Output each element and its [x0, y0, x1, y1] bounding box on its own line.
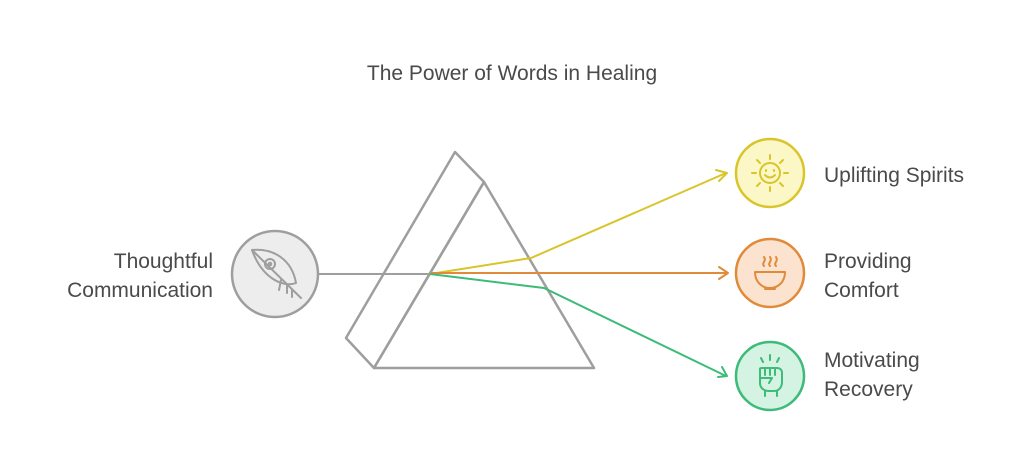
- output-label-line2: Comfort: [824, 279, 899, 302]
- output-label-uplifting-spirits: Uplifting Spirits: [824, 161, 964, 190]
- input-node: [230, 229, 320, 319]
- raised-fist-icon: [759, 354, 783, 397]
- output-label-line2: Recovery: [824, 378, 913, 401]
- input-label-line1: Thoughtful: [113, 250, 213, 273]
- prism-front-face: [372, 180, 596, 370]
- output-label-line1: Motivating: [824, 349, 920, 372]
- beam-uplifting-arrowhead: [715, 169, 728, 182]
- input-label: Thoughtful Communication: [67, 247, 213, 305]
- beam-recovery-arrowhead: [717, 366, 728, 378]
- input-label-line2: Communication: [67, 279, 213, 302]
- output-node-providing-comfort: [734, 237, 806, 309]
- beam-comfort-arrowhead: [718, 266, 729, 280]
- output-node-uplifting-spirits: [734, 137, 806, 209]
- diagram-title: The Power of Words in Healing: [366, 62, 658, 85]
- smiling-sun-icon: [751, 154, 789, 192]
- feather-icon: [251, 248, 302, 299]
- output-label-providing-comfort: Providing Comfort: [824, 247, 912, 305]
- prism-side-face: [344, 150, 486, 370]
- output-label-line1: Providing: [824, 250, 912, 273]
- beam-motivating-recovery: [429, 273, 727, 377]
- output-label-line1: Uplifting Spirits: [824, 164, 965, 187]
- output-label-motivating-recovery: Motivating Recovery: [824, 346, 920, 404]
- steaming-bowl-icon: [754, 256, 786, 290]
- output-node-motivating-recovery: [734, 340, 806, 412]
- beam-uplifting-spirits: [429, 172, 727, 275]
